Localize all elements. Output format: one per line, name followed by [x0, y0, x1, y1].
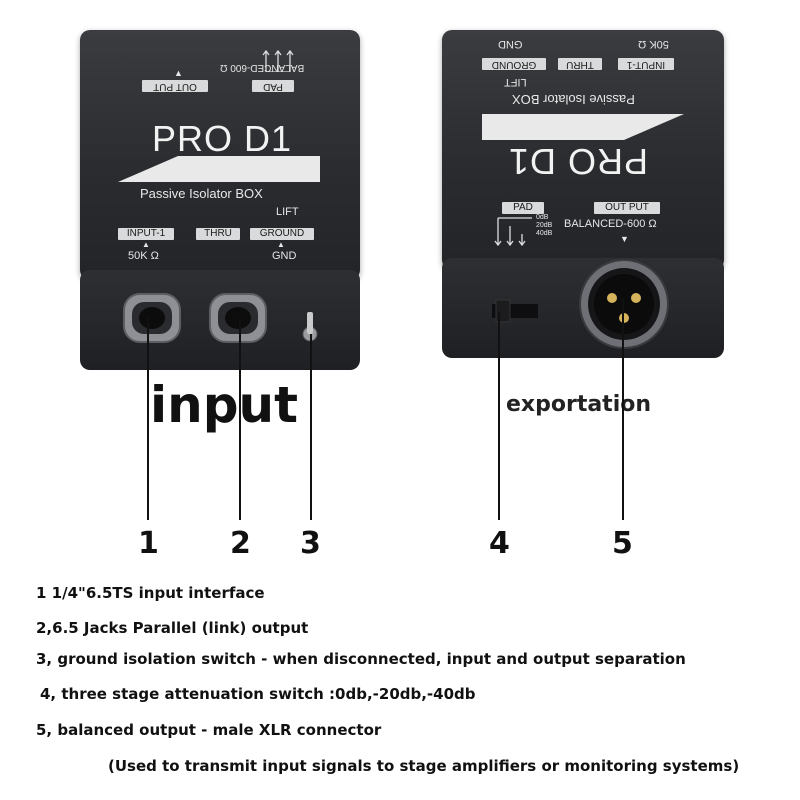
description-4: 4, three stage attenuation switch :0db,-…	[40, 685, 476, 703]
left-top-pad-arrows	[260, 46, 300, 73]
right-top-input1-plate: INPUT-1	[618, 58, 674, 70]
left-input-arrow: ▲	[142, 240, 150, 249]
right-pad-plate: PAD	[502, 202, 544, 214]
right-device: GND 50K Ω GROUND THRU INPUT-1 LIFT Passi…	[442, 30, 724, 360]
callout-line-4	[498, 312, 500, 520]
right-logo: PRO D1	[508, 141, 649, 182]
right-top-ground-plate: GROUND	[482, 58, 546, 70]
callout-number-2: 2	[230, 526, 251, 561]
left-device: OUT PUT BALANCED-600 Ω PAD ▲ PRO D1 Pass…	[80, 30, 360, 370]
right-balanced-label: BALANCED-600 Ω	[564, 218, 657, 230]
callout-line-5	[622, 298, 624, 520]
left-impedance-label: 50K Ω	[128, 250, 159, 262]
left-gnd-label: GND	[272, 250, 297, 262]
left-ground-plate: GROUND	[250, 228, 314, 240]
input-jack-1	[122, 292, 182, 349]
callout-line-2	[239, 318, 241, 520]
left-lift-label: LIFT	[276, 206, 299, 218]
description-3: 3, ground isolation switch - when discon…	[36, 650, 686, 668]
right-output-arrow: ▼	[620, 234, 629, 244]
left-subtitle: Passive Isolator BOX	[140, 186, 263, 201]
left-input1-plate: INPUT-1	[118, 228, 174, 240]
right-top-lift-label: LIFT	[504, 76, 527, 88]
left-logo: PRO D1	[152, 118, 293, 159]
left-ground-arrow: ▲	[277, 240, 285, 249]
right-subtitle: Passive Isolator BOX	[512, 92, 635, 107]
description-1: 1 1/4"6.5TS input interface	[36, 584, 265, 602]
left-thru-plate: THRU	[196, 228, 240, 240]
input-jack-2	[208, 292, 268, 349]
right-top-thru-plate: THRU	[558, 58, 602, 70]
callout-line-3	[310, 334, 312, 520]
left-logo-stripe	[118, 154, 320, 182]
description-6: (Used to transmit input signals to stage…	[108, 757, 740, 775]
callout-number-4: 4	[489, 526, 510, 561]
right-pad-level-20db: 20dB	[536, 222, 553, 229]
callout-number-1: 1	[138, 526, 159, 561]
attenuation-pad-switch	[490, 298, 540, 329]
xlr-male-connector	[578, 258, 670, 355]
description-5: 5, balanced output - male XLR connector	[36, 721, 382, 739]
right-top-impedance-label: 50K Ω	[638, 38, 669, 50]
right-output-plate: OUT PUT	[594, 202, 660, 214]
left-top-pad-plate: PAD	[252, 80, 294, 92]
right-pad-level-40db: 40dB	[536, 230, 553, 237]
description-2: 2,6.5 Jacks Parallel (link) output	[36, 619, 309, 637]
input-label: input	[150, 376, 299, 434]
callout-number-5: 5	[612, 526, 633, 561]
right-pad-level-0db: 0dB	[536, 214, 549, 221]
callout-number-3: 3	[300, 526, 321, 561]
callout-line-1	[147, 318, 149, 520]
left-top-output-plate: OUT PUT	[142, 80, 208, 92]
right-pad-arrows	[492, 216, 536, 248]
right-logo-stripe	[482, 114, 684, 142]
right-top-gnd-label: GND	[498, 38, 523, 50]
exportation-label: exportation	[506, 392, 652, 417]
left-top-arrow: ▲	[174, 68, 183, 78]
